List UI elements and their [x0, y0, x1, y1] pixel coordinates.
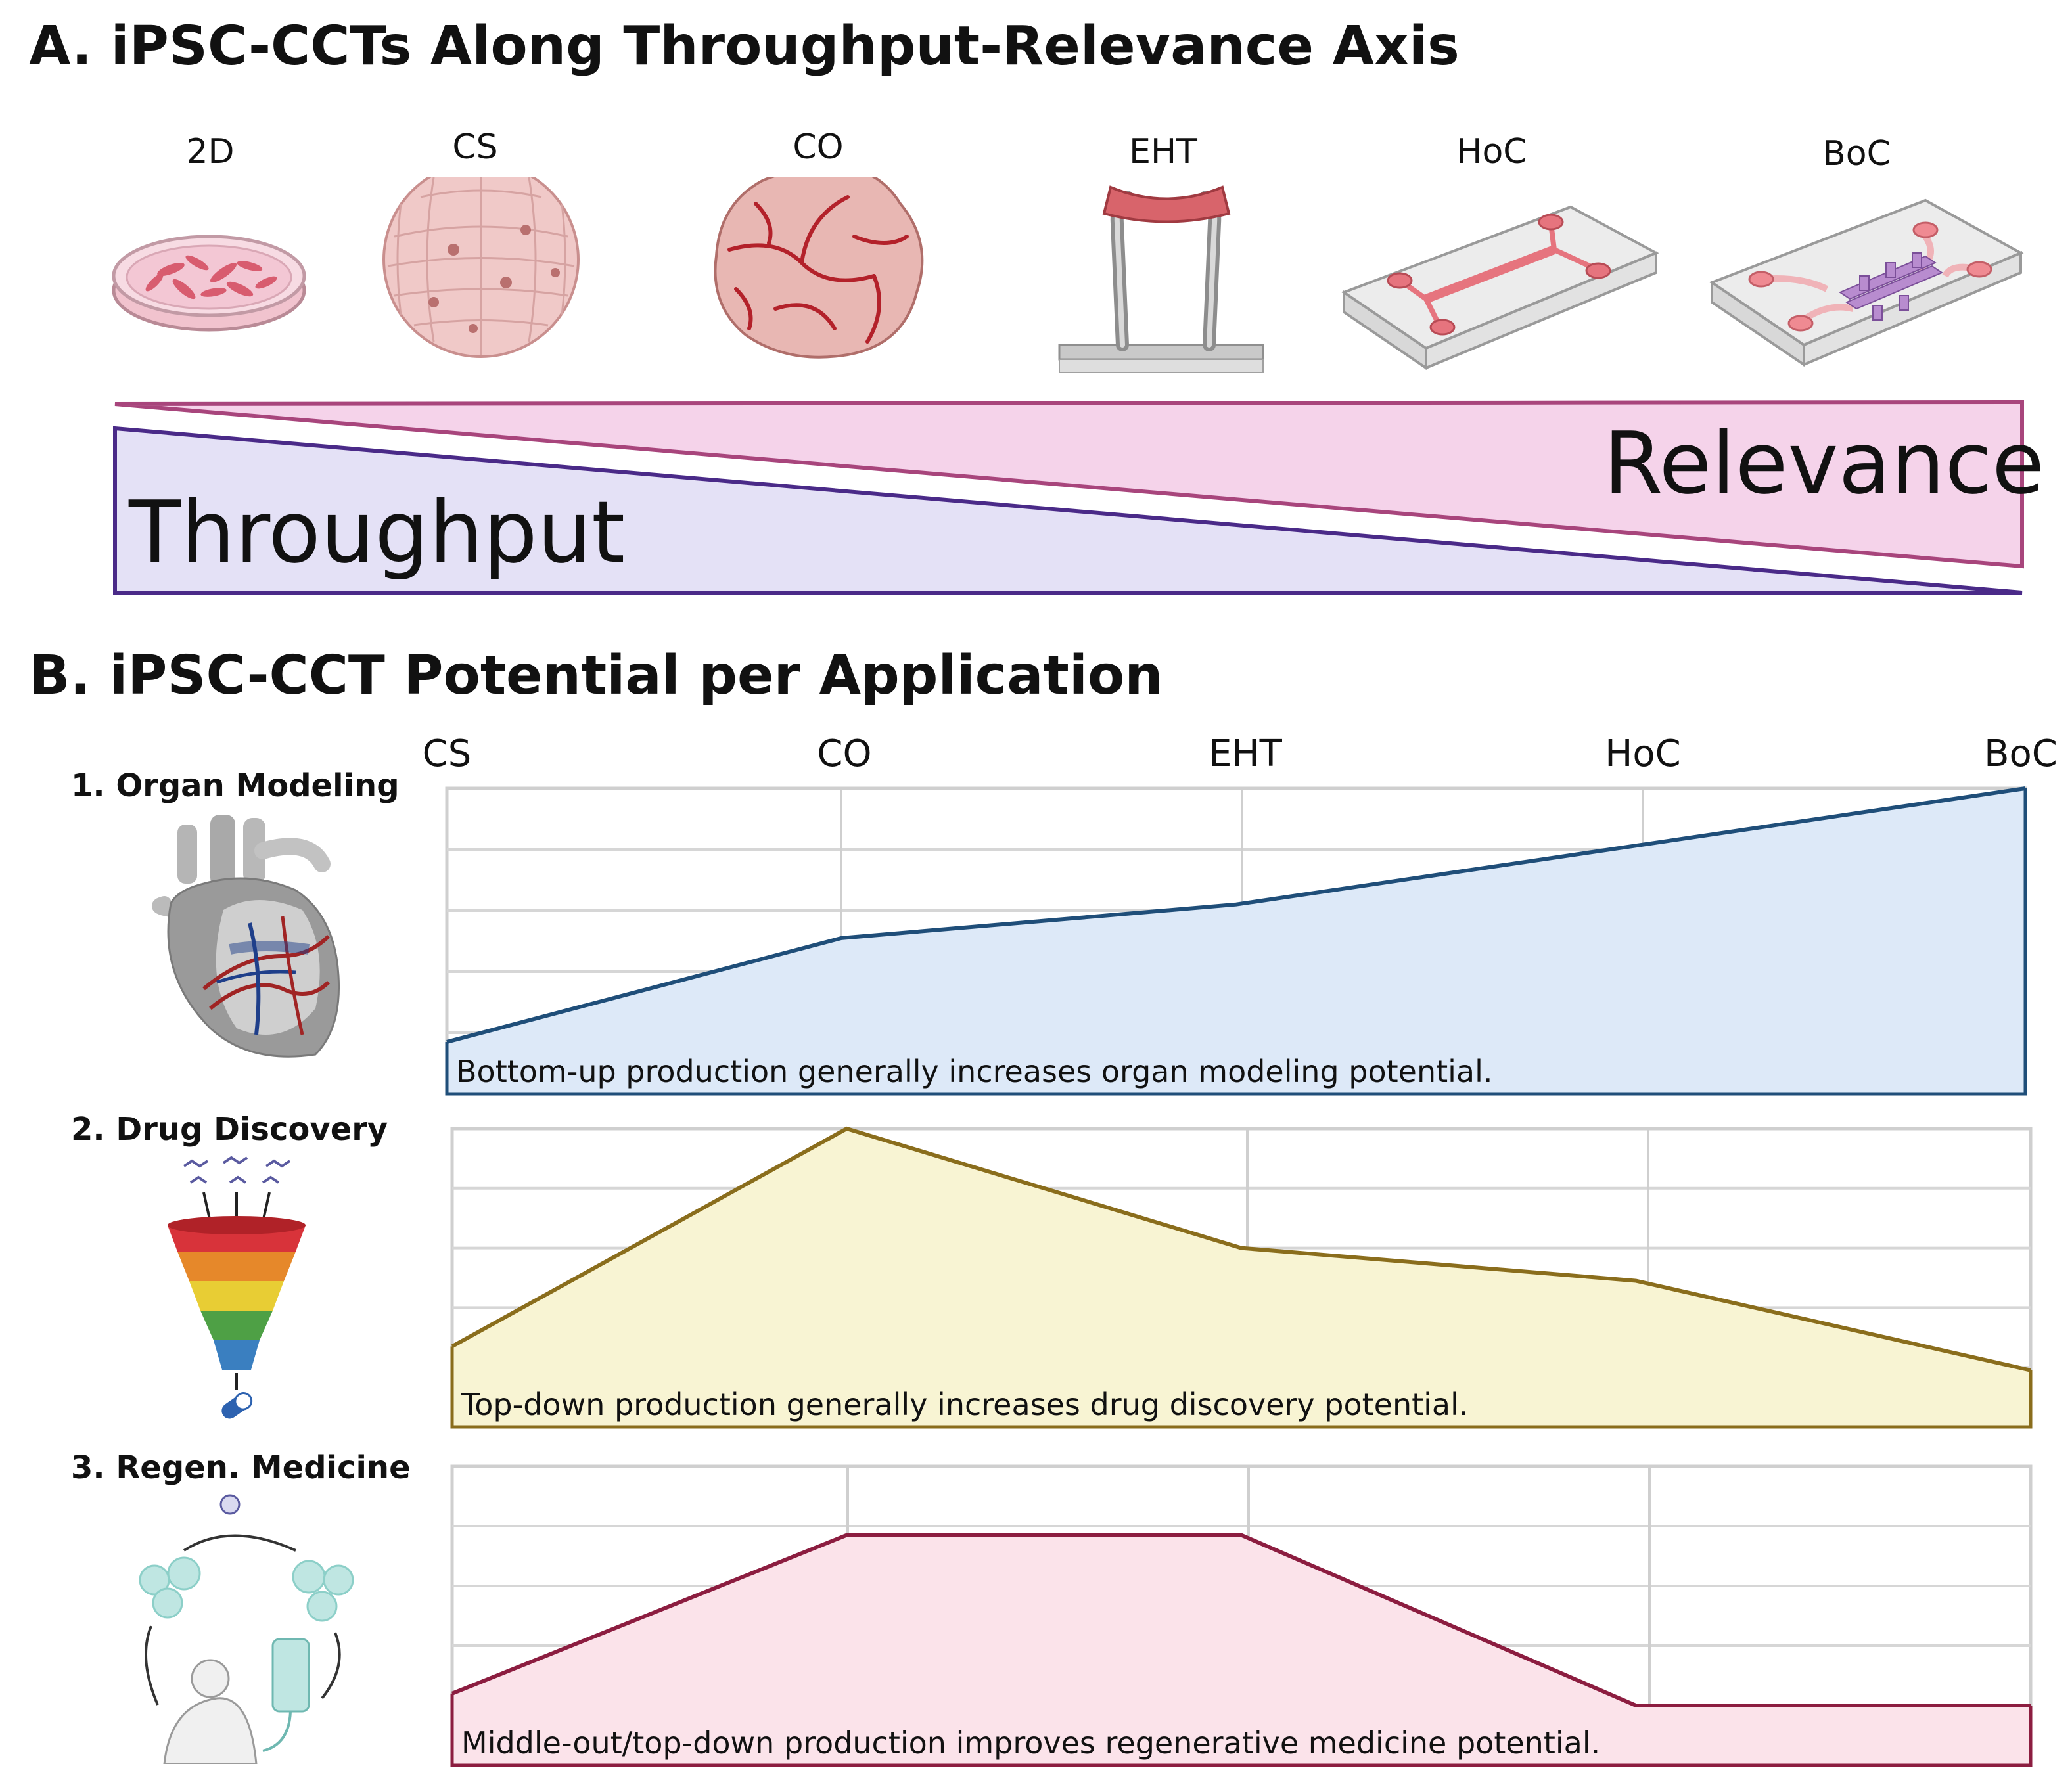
screening-funnel-icon [168, 1156, 306, 1419]
row-label-organ-modeling: 1. Organ Modeling [71, 767, 400, 804]
cell-therapy-cycle-icon [139, 1494, 354, 1764]
axis-label-hoc: HoC [1605, 733, 1681, 775]
heart-icon [152, 815, 340, 1058]
heart-on-chip-icon [1341, 205, 1659, 371]
area-edge [450, 1693, 2033, 1767]
chart-frame [450, 1464, 2033, 1767]
spheroid-icon [382, 177, 580, 358]
throughput-label: Throughput [129, 482, 626, 582]
section-a-title: A. iPSC-CCTs Along Throughput-Relevance … [29, 15, 1460, 78]
model-label-hoc: HoC [1456, 132, 1527, 171]
organoid-icon [714, 177, 924, 359]
potential-chart-2: Top-down production generally increases … [450, 1126, 2033, 1429]
axis-label-cs: CS [422, 733, 472, 775]
potential-line [446, 786, 2026, 1044]
row-label-regen-medicine: 3. Regen. Medicine [71, 1449, 411, 1486]
potential-chart-1: Bottom-up production generally increases… [445, 786, 2027, 1096]
chart-annotation: Middle-out/top-down production improves … [461, 1725, 1600, 1761]
axis-label-co: CO [817, 733, 872, 775]
row-label-drug-discovery: 2. Drug Discovery [71, 1111, 388, 1148]
potential-area [452, 1535, 2031, 1765]
body-on-chip-icon [1709, 198, 2024, 367]
area-edge [450, 1346, 2033, 1429]
relevance-wedge [114, 399, 2024, 569]
area-edge [445, 788, 2027, 1096]
chart-annotation: Bottom-up production generally increases… [456, 1054, 1493, 1089]
model-label-co: CO [793, 127, 844, 167]
petri-dish-icon [112, 235, 306, 332]
model-label-eht: EHT [1129, 132, 1197, 171]
chart-annotation: Top-down production generally increases … [461, 1387, 1469, 1422]
potential-line [451, 1126, 2031, 1372]
chart-outline [452, 1466, 2031, 1765]
axis-label-boc: BoC [1984, 733, 2058, 775]
chart-outline [452, 1129, 2031, 1427]
throughput-wedge [113, 426, 2023, 595]
model-label-cs: CS [452, 127, 498, 167]
potential-line [451, 1533, 2031, 1707]
model-label-2d: 2D [186, 132, 235, 171]
potential-area [447, 788, 2025, 1094]
model-illustrations [112, 177, 2024, 373]
throughput-relevance-axis [113, 399, 2024, 595]
model-label-boc: BoC [1822, 134, 1891, 173]
axis-label-eht: EHT [1209, 733, 1282, 775]
potential-area [452, 1129, 2031, 1427]
relevance-label: Relevance [1603, 413, 2045, 513]
chart-frame [445, 786, 2027, 1096]
section-b-title: B. iPSC-CCT Potential per Application [29, 644, 1163, 707]
chart-frame [450, 1127, 2033, 1429]
potential-chart-3: Middle-out/top-down production improves … [450, 1464, 2033, 1767]
engineered-heart-tissue-icon [1058, 185, 1264, 373]
chart-outline [447, 788, 2025, 1094]
